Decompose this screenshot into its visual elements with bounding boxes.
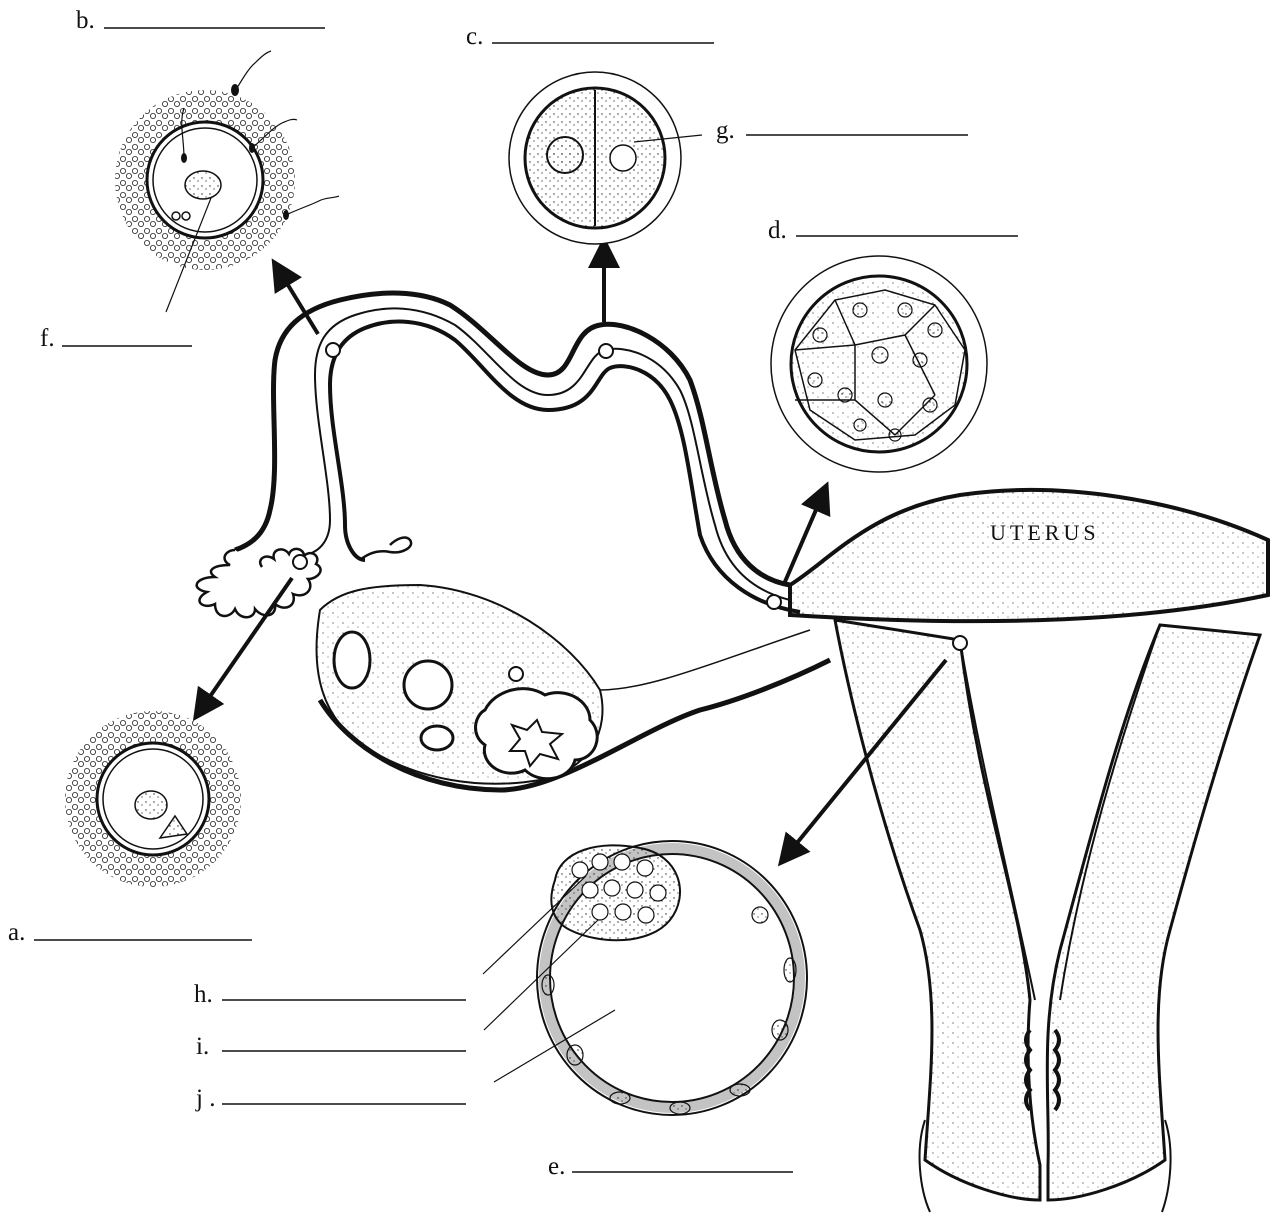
uterus-fundus — [790, 490, 1268, 621]
label-d: d. — [768, 218, 787, 243]
label-f: f. — [40, 326, 55, 351]
follicle-3 — [421, 726, 453, 750]
cell-e-blastocyst — [537, 841, 807, 1115]
morula-near-uterus — [767, 595, 781, 609]
cell-b-fertilization — [115, 51, 339, 270]
sperm-icon — [237, 51, 271, 88]
fimbriae-right — [360, 537, 411, 560]
label-g: g. — [716, 118, 735, 143]
oviduct-inner-wall-a — [305, 308, 790, 600]
label-j: j . — [196, 1086, 215, 1111]
sperm-icon — [286, 196, 339, 215]
label-b: b. — [76, 8, 95, 33]
follicle-2 — [404, 661, 452, 709]
follicle-1 — [334, 632, 370, 688]
label-e: e. — [548, 1154, 565, 1179]
uterus-right-wall — [1047, 625, 1260, 1200]
oviduct-outer-wall — [235, 293, 790, 585]
two-cell-in-oviduct — [599, 344, 613, 358]
zygote-in-ampulla — [326, 343, 340, 357]
arrow-icon — [280, 272, 318, 334]
cell-icon — [135, 791, 167, 819]
label-i: i. — [196, 1034, 209, 1059]
cell-c-two-cell-stage — [509, 72, 681, 244]
blastocyst-in-uterus — [953, 636, 967, 650]
label-c: c. — [466, 24, 483, 49]
uterus — [790, 490, 1268, 1212]
label-h: h. — [194, 982, 213, 1007]
cell-icon — [185, 171, 221, 199]
cell-icon — [547, 137, 583, 173]
follicle-4 — [509, 667, 523, 681]
cell-d-morula — [771, 256, 987, 472]
ovum-in-infundibulum — [293, 555, 307, 569]
cell-a-ovulated-oocyte — [65, 711, 241, 887]
uterus-left-wall — [835, 620, 1040, 1200]
uterus-label: UTERUS — [990, 522, 1100, 544]
label-a: a. — [8, 920, 25, 945]
ovary — [317, 585, 830, 790]
